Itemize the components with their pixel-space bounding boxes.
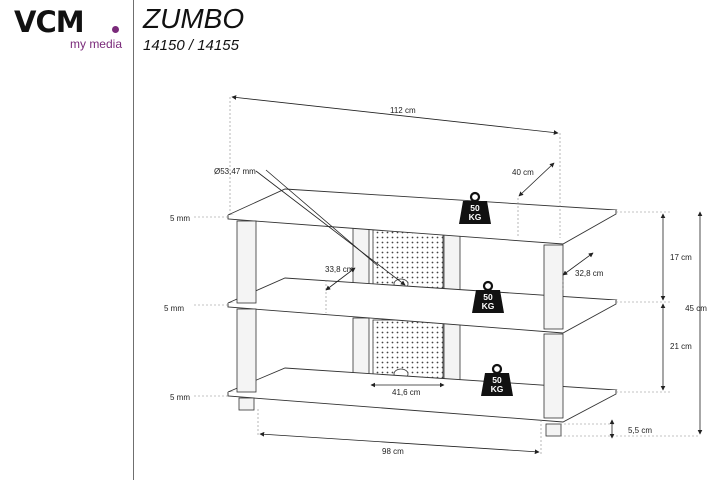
label-post-diameter: Ø53,47 mm (214, 167, 256, 176)
label-shelf-gap-bottom: 21 cm (670, 342, 692, 351)
weight-unit: KG (482, 301, 495, 311)
label-total-height: 45 cm (685, 304, 707, 313)
weight-icon: 50 KG (459, 191, 491, 224)
label-glass-bottom: 5 mm (170, 393, 190, 402)
label-glass-top: 5 mm (170, 214, 190, 223)
weight-icon: 50 KG (481, 363, 513, 396)
label-depth: 40 cm (512, 168, 534, 177)
brand-logo: VCM my media (14, 6, 126, 54)
front-posts (236, 220, 564, 437)
label-panel-width: 41,6 cm (392, 388, 421, 397)
brand-tagline: my media (69, 37, 122, 51)
dimension-labels: 112 cm 40 cm Ø53,47 mm 5 mm 5 mm 5 mm 17… (164, 106, 707, 456)
product-title: ZUMBO (143, 3, 245, 34)
weight-value: 50 (470, 203, 480, 213)
weight-value: 50 (483, 292, 493, 302)
weight-unit: KG (469, 212, 482, 222)
label-inner-depth-left: 33,8 cm (325, 265, 354, 274)
label-glass-middle: 5 mm (164, 304, 184, 313)
brand-name: VCM (14, 5, 85, 39)
glass-shelves (227, 188, 618, 423)
label-shelf-gap-top: 17 cm (670, 253, 692, 262)
sidebar: VCM my media (0, 0, 134, 480)
weight-unit: KG (491, 384, 504, 394)
label-width-top: 112 cm (390, 106, 416, 115)
label-inner-depth-right: 32,8 cm (575, 269, 604, 278)
product-models: 14150 / 14155 (143, 37, 239, 54)
weight-value: 50 (492, 375, 502, 385)
dimension-lines (231, 95, 703, 455)
brand-dot (112, 26, 119, 33)
label-foot-height: 5,5 cm (628, 426, 652, 435)
label-base-width: 98 cm (382, 447, 404, 456)
weight-icon: 50 KG (472, 280, 504, 313)
